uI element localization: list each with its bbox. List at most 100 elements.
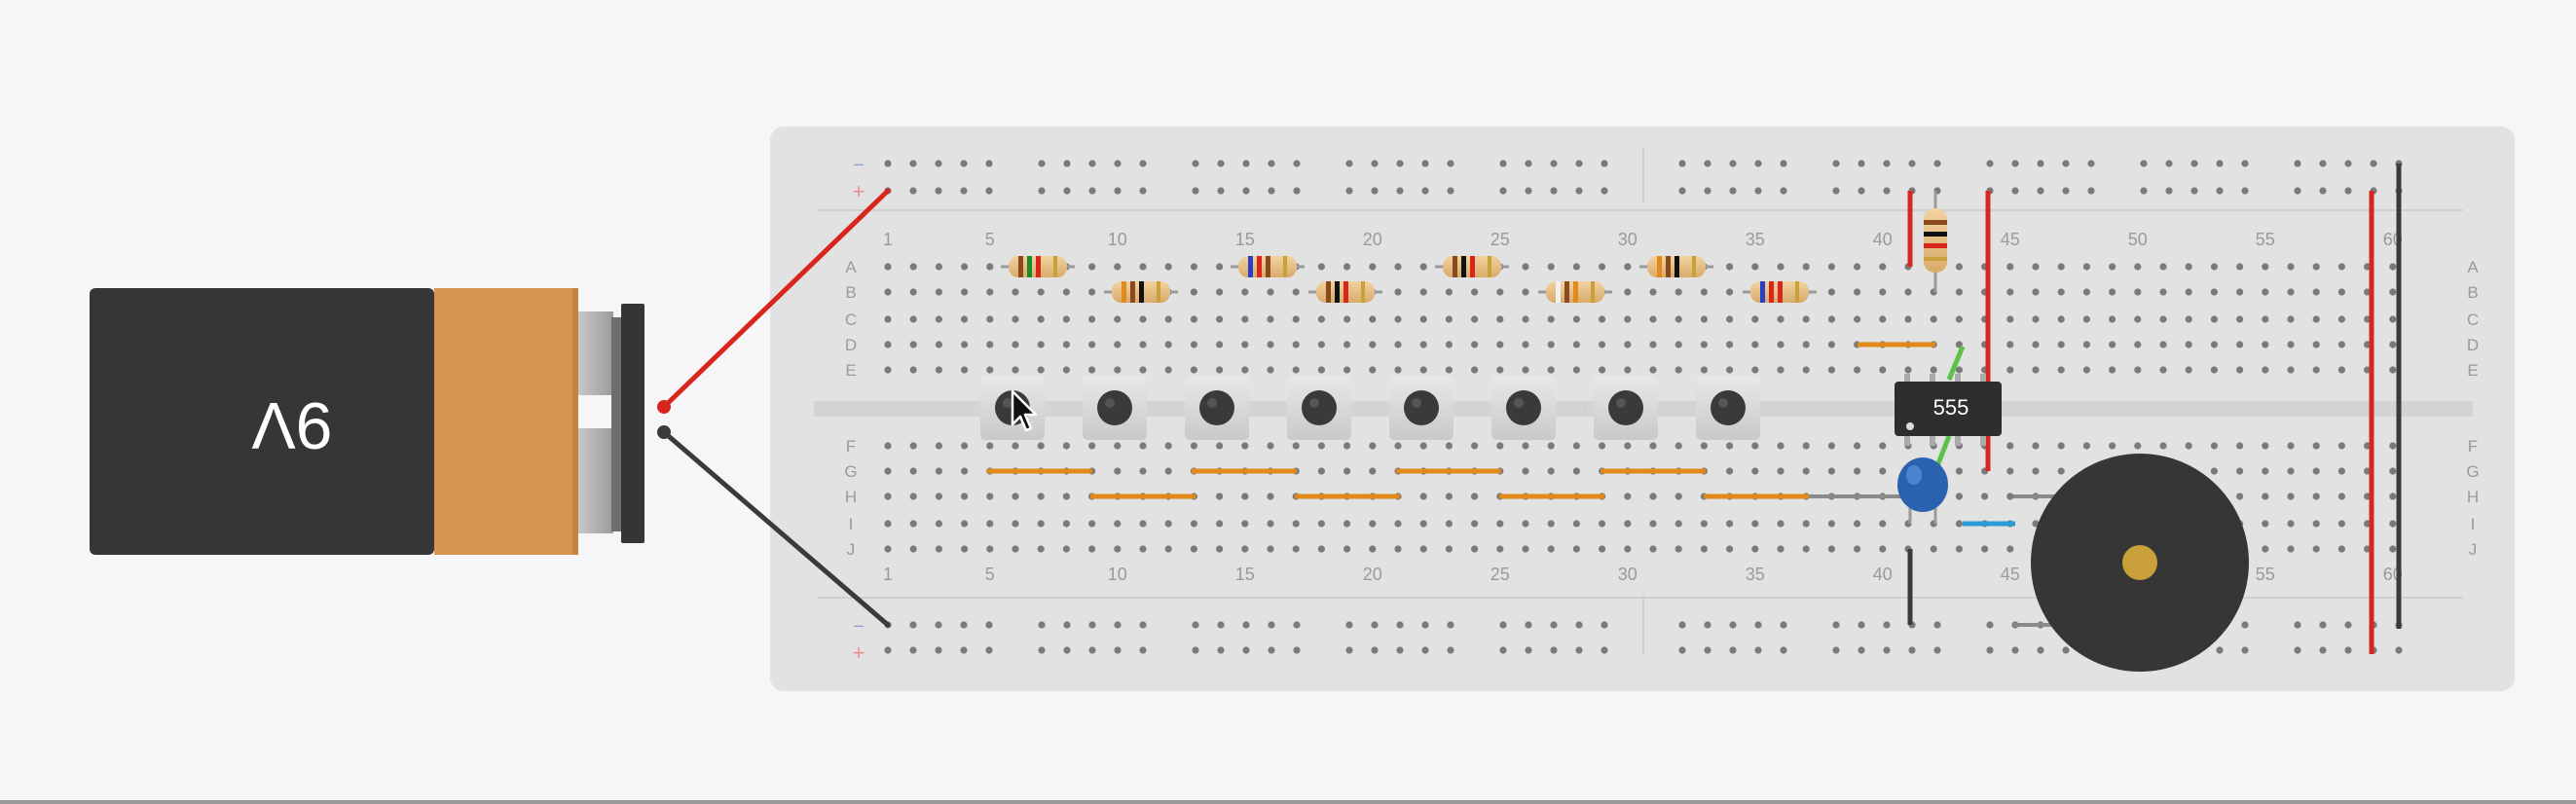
breadboard-hole[interactable]	[909, 520, 917, 528]
rail-hole[interactable]	[1293, 187, 1301, 195]
breadboard-hole[interactable]	[1624, 442, 1632, 450]
breadboard-hole[interactable]	[1114, 545, 1122, 553]
rail-hole[interactable]	[985, 160, 993, 167]
breadboard-hole[interactable]	[1343, 263, 1351, 271]
breadboard-hole[interactable]	[1139, 467, 1147, 475]
breadboard-hole[interactable]	[2236, 288, 2244, 296]
breadboard-hole[interactable]	[2312, 315, 2320, 323]
breadboard-hole[interactable]	[1624, 520, 1632, 528]
breadboard-hole[interactable]	[2134, 442, 2142, 450]
breadboard-hole[interactable]	[1343, 467, 1351, 475]
breadboard-hole[interactable]	[1827, 545, 1835, 553]
rail-hole[interactable]	[1754, 621, 1762, 629]
rail-hole[interactable]	[1447, 621, 1454, 629]
breadboard-hole[interactable]	[1241, 442, 1249, 450]
rail-hole[interactable]	[1858, 160, 1865, 167]
breadboard-hole[interactable]	[1216, 341, 1224, 348]
breadboard-hole[interactable]	[1547, 467, 1555, 475]
breadboard-hole[interactable]	[909, 366, 917, 374]
breadboard-hole[interactable]	[1854, 520, 1861, 528]
rail-hole[interactable]	[2037, 160, 2044, 167]
rail-hole[interactable]	[1780, 646, 1787, 654]
terminal-positive[interactable]	[578, 311, 613, 395]
breadboard-hole[interactable]	[2082, 366, 2090, 374]
breadboard-hole[interactable]	[1879, 366, 1887, 374]
breadboard-hole[interactable]	[2032, 315, 2040, 323]
rail-hole[interactable]	[2319, 646, 2327, 654]
breadboard-hole[interactable]	[1241, 520, 1249, 528]
breadboard-hole[interactable]	[1216, 520, 1224, 528]
push-button[interactable]	[1083, 376, 1147, 440]
breadboard-hole[interactable]	[1700, 366, 1708, 374]
breadboard-hole[interactable]	[1955, 545, 1963, 553]
push-button-cap[interactable]	[1199, 390, 1234, 425]
breadboard-hole[interactable]	[2236, 341, 2244, 348]
breadboard-hole[interactable]	[2210, 288, 2218, 296]
rail-hole[interactable]	[884, 160, 892, 167]
breadboard-hole[interactable]	[2236, 263, 2244, 271]
breadboard-hole[interactable]	[2134, 288, 2142, 296]
breadboard-hole[interactable]	[2236, 442, 2244, 450]
breadboard-hole[interactable]	[1445, 288, 1453, 296]
rail-hole[interactable]	[1396, 187, 1404, 195]
breadboard-hole[interactable]	[1164, 263, 1172, 271]
rail-hole[interactable]	[909, 160, 917, 167]
breadboard-hole[interactable]	[1751, 366, 1759, 374]
breadboard-hole[interactable]	[2032, 366, 2040, 374]
push-button[interactable]	[1287, 376, 1351, 440]
breadboard-hole[interactable]	[909, 263, 917, 271]
rail-hole[interactable]	[1883, 621, 1891, 629]
rail-hole[interactable]	[1192, 187, 1199, 195]
breadboard-hole[interactable]	[1854, 366, 1861, 374]
rail-hole[interactable]	[1088, 160, 1096, 167]
breadboard-hole[interactable]	[1114, 520, 1122, 528]
breadboard-hole[interactable]	[1369, 442, 1377, 450]
breadboard-hole[interactable]	[1471, 288, 1479, 296]
breadboard-hole[interactable]	[1700, 341, 1708, 348]
breadboard-hole[interactable]	[2389, 467, 2397, 475]
breadboard-hole[interactable]	[1088, 288, 1096, 296]
breadboard-hole[interactable]	[2262, 442, 2269, 450]
breadboard-hole[interactable]	[2337, 341, 2345, 348]
breadboard-hole[interactable]	[1624, 288, 1632, 296]
breadboard-hole[interactable]	[1572, 263, 1580, 271]
breadboard-hole[interactable]	[1267, 315, 1274, 323]
rail-hole[interactable]	[1114, 646, 1122, 654]
breadboard-hole[interactable]	[2364, 263, 2372, 271]
breadboard-hole[interactable]	[1062, 315, 1070, 323]
rail-hole[interactable]	[1832, 160, 1840, 167]
rail-hole[interactable]	[1499, 621, 1507, 629]
breadboard-hole[interactable]	[1649, 545, 1657, 553]
breadboard-hole[interactable]	[1522, 442, 1529, 450]
breadboard-hole[interactable]	[2287, 315, 2295, 323]
breadboard-hole[interactable]	[1547, 442, 1555, 450]
breadboard-hole[interactable]	[1726, 341, 1734, 348]
rail-hole[interactable]	[1447, 646, 1454, 654]
breadboard-hole[interactable]	[2006, 442, 2014, 450]
rail-hole[interactable]	[1088, 621, 1096, 629]
breadboard-hole[interactable]	[1674, 520, 1682, 528]
breadboard-hole[interactable]	[2389, 442, 2397, 450]
rail-hole[interactable]	[1139, 160, 1147, 167]
breadboard-hole[interactable]	[1649, 341, 1657, 348]
battery-body[interactable]	[90, 288, 434, 555]
breadboard-hole[interactable]	[2389, 366, 2397, 374]
breadboard-hole[interactable]	[2312, 341, 2320, 348]
breadboard-hole[interactable]	[986, 288, 994, 296]
breadboard-hole[interactable]	[2389, 263, 2397, 271]
chip-body[interactable]	[1895, 382, 2002, 436]
push-button-cap[interactable]	[1711, 390, 1746, 425]
breadboard-hole[interactable]	[2134, 366, 2142, 374]
rail-hole[interactable]	[2190, 160, 2198, 167]
breadboard-hole[interactable]	[1930, 366, 1937, 374]
breadboard-hole[interactable]	[1726, 545, 1734, 553]
breadboard-hole[interactable]	[1827, 341, 1835, 348]
breadboard-hole[interactable]	[1419, 493, 1427, 500]
breadboard-hole[interactable]	[1164, 341, 1172, 348]
breadboard-hole[interactable]	[935, 520, 943, 528]
breadboard-hole[interactable]	[2364, 366, 2372, 374]
rail-hole[interactable]	[1038, 646, 1046, 654]
wire-battery-positive[interactable]	[661, 188, 891, 410]
battery-9v[interactable]: 9V	[90, 288, 671, 555]
breadboard-hole[interactable]	[884, 493, 892, 500]
